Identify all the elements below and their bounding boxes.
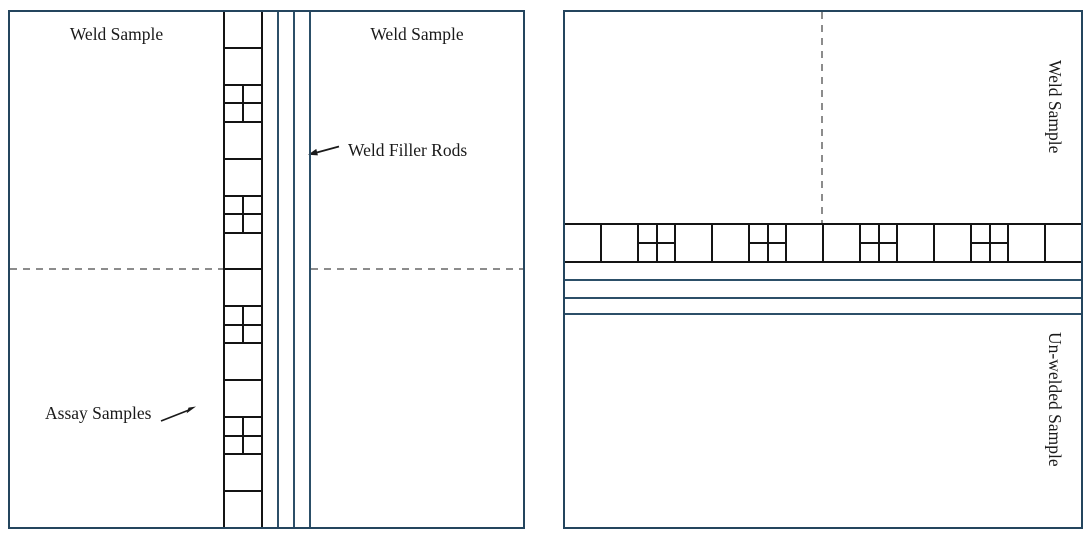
filler-rod-line <box>565 297 1081 299</box>
assay-cell-plain <box>713 225 750 261</box>
arrow-up-right-icon <box>161 406 197 422</box>
filler-rod-line <box>293 12 295 527</box>
assay-cell-plain <box>225 381 261 419</box>
left-diagram-panel: Weld Sample Weld Sample Weld Filler Rods… <box>8 10 525 529</box>
assay-cell-plain <box>898 225 935 261</box>
weld-sample-rotated-label: Weld Sample <box>1045 60 1065 154</box>
assay-cell-plain <box>225 270 261 308</box>
right-plate-label: Weld Sample <box>370 24 464 44</box>
left-plate-label: Weld Sample <box>69 24 164 44</box>
assay-cell-cross <box>225 307 261 345</box>
assay-cell-plain <box>225 492 261 527</box>
assay-cell-plain <box>225 123 261 160</box>
assay-cell-plain <box>225 344 261 382</box>
assay-cell-plain <box>824 225 861 261</box>
filler-rod-line <box>565 279 1081 281</box>
assay-samples-label: Assay Samples <box>45 403 152 423</box>
filler-rod-line <box>565 313 1081 315</box>
assay-cell-plain <box>602 225 639 261</box>
assay-sample-strip-vertical <box>223 12 263 527</box>
assay-cell-cross <box>225 196 261 234</box>
arrow-left-icon <box>308 145 340 156</box>
filler-rod-line <box>277 12 279 527</box>
assay-cell-plain <box>787 225 824 261</box>
assay-cell-cross <box>225 418 261 456</box>
assay-sample-strip-horizontal <box>565 223 1081 263</box>
dashed-cut-line-vertical <box>821 12 823 223</box>
dashed-cut-line-left-segment <box>10 268 223 270</box>
weld-filler-rods-label: Weld Filler Rods <box>348 140 468 160</box>
assay-cell-plain <box>225 49 261 86</box>
assay-cell-plain <box>225 160 261 197</box>
assay-cell-plain <box>1046 225 1081 261</box>
assay-cell-cross <box>972 225 1009 261</box>
assay-cell-plain <box>565 225 602 261</box>
assay-cell-plain <box>935 225 972 261</box>
filler-rod-line <box>309 12 311 527</box>
assay-cell-plain <box>225 234 261 271</box>
weld-filler-rods-annotation: Weld Filler Rods <box>307 140 467 161</box>
dashed-cut-line-right-segment <box>311 268 523 270</box>
assay-cell-cross <box>639 225 676 261</box>
assay-cell-plain <box>676 225 713 261</box>
assay-cell-plain <box>1009 225 1046 261</box>
right-diagram-panel: Weld Sample Un-welded Sample <box>563 10 1083 529</box>
assay-cell-cross <box>225 85 261 123</box>
assay-cell-plain <box>225 455 261 492</box>
assay-cell-plain <box>225 12 261 49</box>
assay-cell-cross <box>750 225 787 261</box>
assay-samples-annotation: Assay Samples <box>45 403 200 424</box>
unwelded-sample-rotated-label: Un-welded Sample <box>1045 332 1065 467</box>
assay-cell-cross <box>861 225 898 261</box>
